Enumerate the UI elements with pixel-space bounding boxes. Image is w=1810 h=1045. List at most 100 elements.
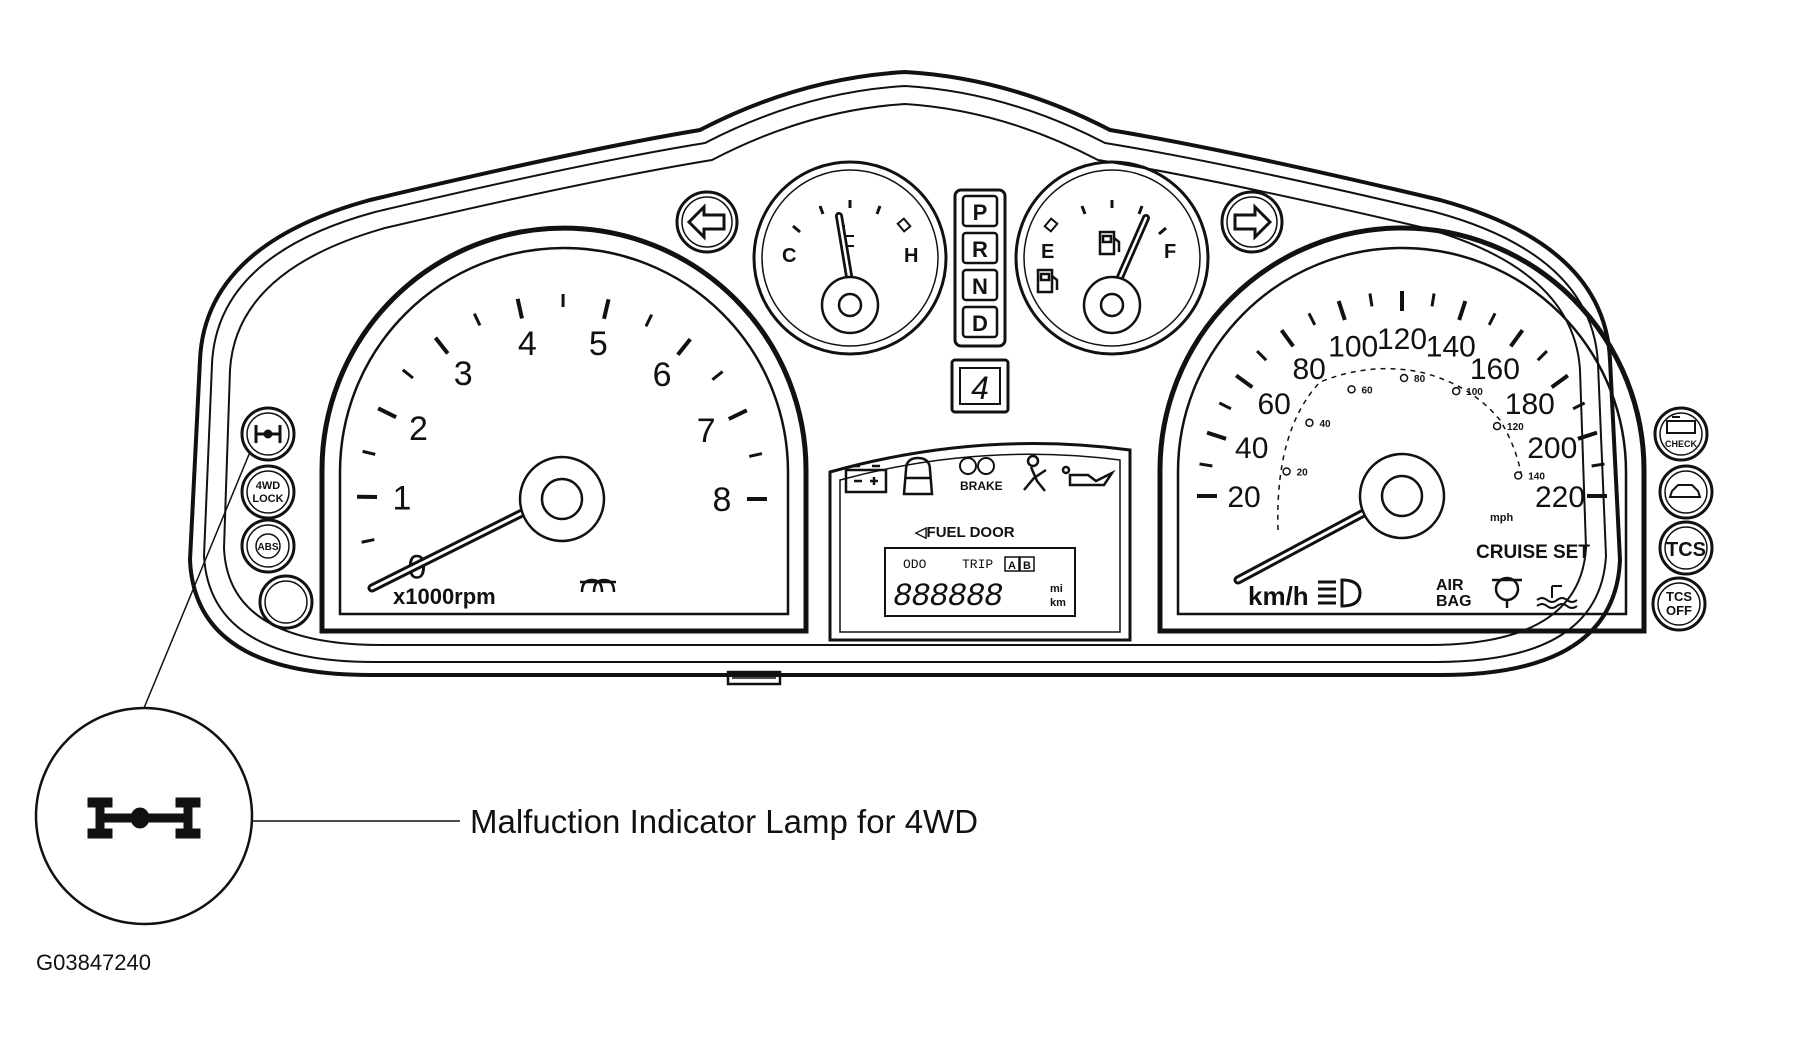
oil-pressure-icon [1061, 465, 1116, 487]
tachometer-label: 5 [589, 325, 608, 363]
mph-label: 120 [1507, 422, 1524, 433]
check-label: CHECK [1665, 439, 1698, 449]
door-ajar-icon [902, 456, 934, 496]
figure-id: G03847240 [36, 950, 151, 975]
gear-box [961, 194, 999, 228]
kmh-unit-label: km/h [1248, 581, 1309, 611]
speedometer-kmh-label: 200 [1527, 432, 1577, 465]
tachometer-label: 8 [713, 481, 732, 519]
tcs-label: TCS [1666, 539, 1706, 561]
brake-warning-icon [959, 457, 995, 475]
speedometer-kmh-label: 40 [1235, 432, 1268, 465]
4wd-lock-lamp: 4WD LOCK [240, 464, 296, 520]
left-turn-signal-icon [675, 190, 739, 254]
airbag-label-top: AIR [1436, 577, 1464, 594]
mph-mark [1282, 467, 1291, 476]
trip-b-label: B [1023, 560, 1031, 572]
callout [34, 451, 460, 926]
seatbelt-warning-icon [1023, 454, 1047, 492]
set-label: SET [1553, 542, 1590, 563]
4wd-axle-icon-small [254, 425, 282, 443]
tachometer-label: 1 [393, 479, 412, 517]
odo-label: ODO [903, 557, 927, 572]
brake-warning-label: BRAKE [960, 479, 1003, 493]
information-display: BRAKE ◁FUEL DOOR ODO TRIP A B 888888 mi … [828, 442, 1132, 642]
speedometer-kmh-label: 220 [1535, 481, 1585, 514]
right-turn-signal-icon [1220, 190, 1284, 254]
right-warning-lamps: CHECK TCS TCS OFF [1651, 406, 1714, 632]
mph-mark [1347, 385, 1356, 394]
tachometer-label: 2 [409, 410, 428, 448]
tachometer-label: 6 [653, 356, 672, 394]
tcs-off-label-bottom: OFF [1666, 603, 1692, 618]
temperature-gauge: C H [752, 160, 948, 356]
mph-label: 20 [1297, 467, 1309, 478]
tachometer-label: 3 [454, 355, 473, 393]
tcs-lamp: TCS [1658, 520, 1714, 576]
speedometer-kmh-label: 140 [1426, 331, 1476, 364]
gear-position-display: 4 [950, 358, 1010, 414]
mph-mark [1305, 418, 1314, 428]
tachometer-label: 7 [697, 412, 716, 450]
speedometer-kmh-label: 160 [1470, 353, 1520, 386]
cruise-lamp-icon [580, 578, 616, 593]
speedometer-kmh-label: 60 [1257, 388, 1290, 421]
blank-lamp [258, 574, 314, 630]
fuel-pump-icon [1098, 230, 1121, 256]
gear-letter: R [972, 237, 988, 262]
gear-position-digit: 4 [971, 370, 989, 406]
callout-label: Malfuction Indicator Lamp for 4WD [470, 803, 979, 840]
car-icon [1668, 484, 1702, 498]
abs-lamp: ABS [240, 518, 296, 574]
tcs-off-label-top: TCS [1666, 589, 1692, 604]
fuel-gauge: E F [1014, 160, 1210, 356]
battery-warning-icon [844, 464, 888, 494]
speedometer-kmh-label: 20 [1227, 481, 1260, 514]
unit-mi-label: mi [1050, 583, 1063, 595]
gear-letter: D [972, 311, 988, 336]
temp-high-label: H [904, 245, 918, 267]
gear-box [961, 305, 999, 339]
callout-magnified-lamp [34, 706, 254, 926]
temp-low-label: C [782, 245, 796, 267]
mph-label: 60 [1362, 385, 1374, 396]
check-engine-lamp: CHECK [1653, 406, 1709, 462]
fuel-high-label: F [1164, 241, 1176, 263]
fuel-door-label: ◁FUEL DOOR [914, 524, 1015, 541]
gear-box [961, 231, 999, 265]
mph-mark [1513, 471, 1523, 480]
cruise-label: CRUISE [1476, 542, 1548, 563]
gear-letter: P [973, 200, 988, 225]
tachometer-unit-label: x1000rpm [393, 584, 496, 609]
tcs-off-lamp: TCS OFF [1651, 576, 1707, 632]
trip-label: TRIP [962, 557, 993, 572]
airbag-label-bottom: BAG [1436, 593, 1472, 610]
coolant-warning-icon [1536, 585, 1578, 609]
fuel-low-warning-icon [1036, 268, 1059, 294]
fuel-low-label: E [1041, 241, 1054, 263]
4wd-malfunction-lamp [240, 406, 296, 462]
unit-km-label: km [1050, 597, 1066, 609]
left-warning-lamps: 4WD LOCK ABS [240, 406, 314, 630]
callout-leader-line [143, 451, 251, 709]
airbag-icon [1492, 576, 1522, 608]
speedometer-kmh-label: 180 [1505, 388, 1555, 421]
mph-unit-label: mph [1490, 512, 1514, 524]
4wd-lock-label-bottom: LOCK [252, 493, 283, 505]
speedometer-kmh-label: 80 [1292, 353, 1325, 386]
tachometer-label: 4 [518, 325, 537, 363]
odometer-digits: 888888 [893, 578, 1003, 615]
mph-label: 40 [1319, 419, 1331, 430]
4wd-lock-label-top: 4WD [256, 480, 281, 492]
speedometer-kmh-label: 120 [1377, 323, 1427, 356]
mph-mark [1451, 386, 1461, 396]
abs-label: ABS [257, 542, 278, 553]
speedometer-kmh-label: 100 [1328, 331, 1378, 364]
mph-label: 100 [1466, 387, 1483, 398]
security-lamp [1658, 464, 1714, 520]
